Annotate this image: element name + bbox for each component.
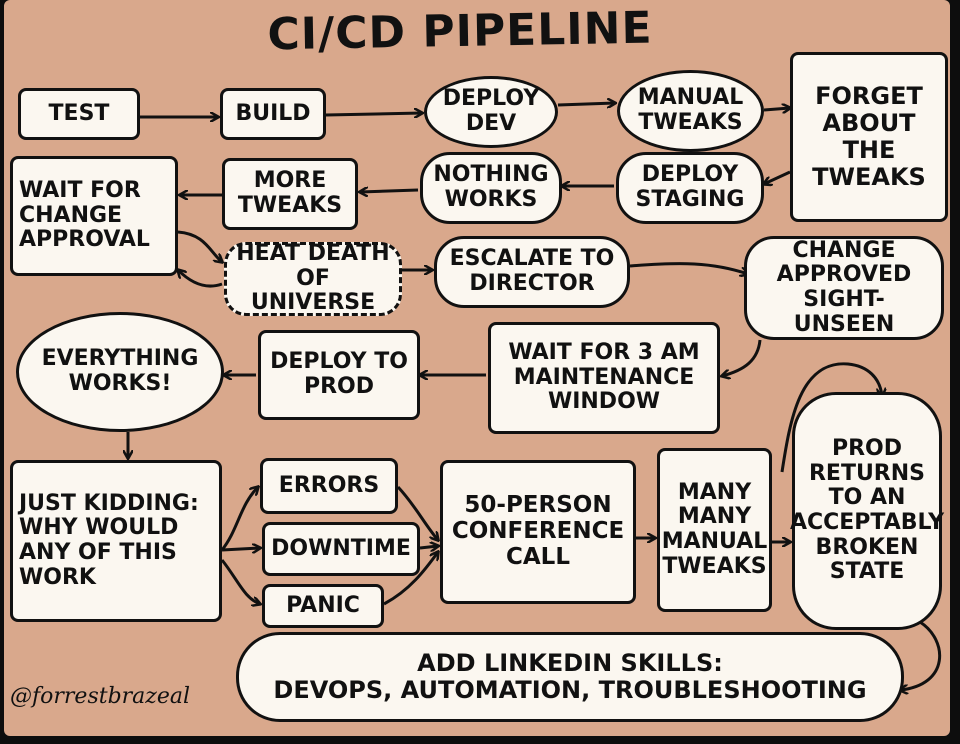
- arrow-manual-forget: [763, 108, 790, 110]
- node-deploy-prod: DEPLOY TO PROD: [258, 330, 420, 420]
- arrow-nothing-more: [360, 190, 419, 192]
- node-wait-change-approval: WAIT FOR CHANGE APPROVAL: [10, 156, 178, 276]
- node-prod-returns: PROD RETURNS TO AN ACCEPTABLY BROKEN STA…: [790, 392, 944, 630]
- arrow-change-wait3am: [722, 339, 762, 376]
- arrow-panic-call: [383, 552, 438, 606]
- arrow-kidding-errors: [220, 487, 258, 551]
- node-heat-death: HEAT DEATH OF UNIVERSE: [224, 241, 402, 316]
- node-panic: PANIC: [262, 584, 384, 628]
- node-nothing-works: NOTHING WORKS: [420, 152, 562, 224]
- arrow-wait-heat: [177, 230, 222, 262]
- arrow-deploy-dev-manual: [557, 103, 615, 105]
- node-errors: ERRORS: [260, 458, 398, 514]
- arrow-build-deploy-dev: [325, 113, 422, 115]
- node-deploy-dev: DEPLOY DEV: [424, 76, 558, 148]
- node-build: BUILD: [220, 88, 326, 140]
- node-conference-call: 50-PERSON CONFERENCE CALL: [440, 460, 636, 604]
- node-test: TEST: [18, 88, 140, 140]
- arrow-errors-call: [396, 485, 438, 540]
- node-more-tweaks: MORE TWEAKS: [222, 158, 358, 230]
- node-manual-tweaks: MANUAL TWEAKS: [617, 70, 764, 152]
- node-everything-works: EVERYTHING WORKS!: [16, 312, 224, 432]
- node-deploy-staging: DEPLOY STAGING: [616, 152, 764, 224]
- arrow-heat-wait: [178, 270, 223, 288]
- arrow-kidding-panic: [220, 559, 260, 604]
- author-credit: @forrestbrazeal: [10, 684, 191, 709]
- node-forget-tweaks: FORGET ABOUT THE TWEAKS: [790, 52, 948, 222]
- node-downtime: DOWNTIME: [262, 522, 420, 576]
- node-change-approved: CHANGE APPROVED SIGHT- UNSEEN: [744, 236, 944, 340]
- arrow-forget-staging: [764, 170, 791, 184]
- page-title: CI/CD PIPELINE: [267, 2, 653, 61]
- arrow-prod-linkedin: [900, 620, 942, 690]
- node-escalate-director: ESCALATE TO DIRECTOR: [434, 236, 630, 308]
- node-just-kidding: JUST KIDDING: WHY WOULD ANY OF THIS WORK: [10, 460, 222, 622]
- node-wait-3am: WAIT FOR 3 AM MAINTENANCE WINDOW: [488, 322, 720, 434]
- arrow-escalate-change: [629, 262, 748, 274]
- node-linkedin-skills: ADD LINKEDIN SKILLS: DEVOPS, AUTOMATION,…: [236, 632, 904, 722]
- arrow-loop-top: [780, 362, 882, 473]
- arrow-kidding-downtime: [221, 548, 260, 550]
- arrow-downtime-call: [419, 546, 438, 548]
- node-many-tweaks: MANY MANY MANUAL TWEAKS: [657, 448, 772, 612]
